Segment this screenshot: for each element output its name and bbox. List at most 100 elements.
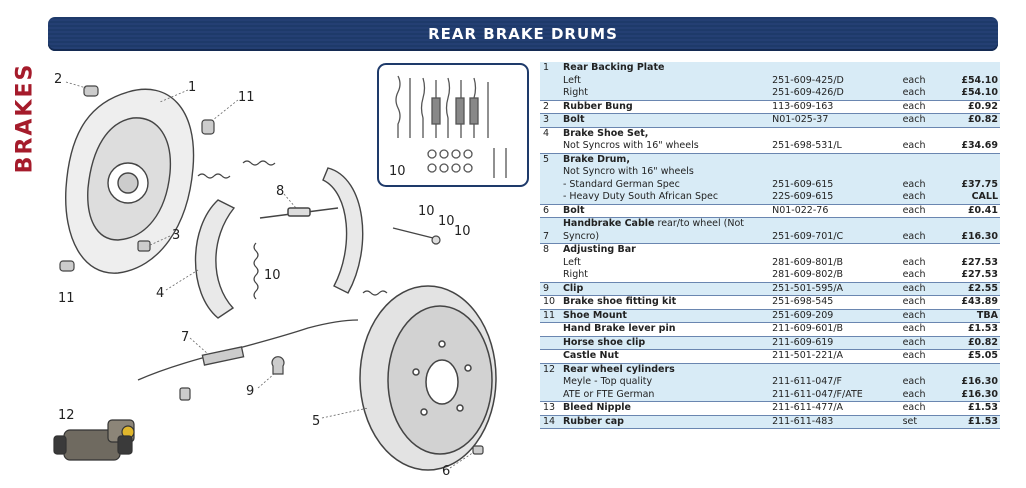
item-description: Handbrake Cable rear/to wheel (Not Syncr… (560, 218, 769, 244)
callout-leaders (65, 81, 475, 469)
item-description: Clip (560, 282, 769, 296)
item-number (540, 75, 560, 88)
description-text: Shoe Mount (562, 309, 627, 321)
unit: each (902, 309, 926, 321)
description-text: Castle Nut (562, 350, 619, 361)
item-number (540, 257, 560, 270)
description-text: Rubber Bung (562, 100, 633, 112)
part-number: 211-501-221/A (772, 350, 844, 361)
part-number: N01-022-76 (772, 204, 829, 216)
part-number: 251-609-426/D (772, 87, 844, 98)
unit (900, 153, 946, 166)
description-text: Rear Backing Plate (562, 62, 665, 73)
price (945, 244, 1000, 257)
wheel-cylinder-bolts (392, 227, 441, 245)
price: £37.75 (961, 178, 998, 190)
item-number (540, 376, 560, 389)
unit: each (902, 402, 926, 413)
price (945, 62, 1000, 75)
item-number: 6 (543, 204, 550, 216)
part-number: 113-609-163 (772, 100, 834, 112)
item-description: - Standard German Spec (560, 179, 769, 192)
item-description: Not Syncros with 16" wheels (560, 140, 769, 153)
description-text: Brake Drum, (562, 153, 630, 165)
adjusting-bar (259, 207, 339, 219)
wheel-cylinder (53, 419, 135, 461)
price: £27.53 (961, 269, 998, 280)
price: £54.10 (961, 74, 998, 86)
price: £0.82 (967, 336, 998, 348)
part-number: N01-025-37 (772, 114, 829, 125)
callout-8: 8 (276, 184, 285, 199)
price: £34.69 (961, 140, 998, 151)
price: TBA (976, 309, 998, 321)
description-text: Rubber cap (562, 415, 624, 427)
item-number (540, 336, 560, 350)
callout-5: 5 (312, 414, 321, 429)
table-row: Not Syncro with 16" wheels (540, 166, 1000, 179)
description-text: Left (562, 256, 581, 268)
item-description: Left (560, 257, 769, 270)
unit: each (902, 296, 926, 307)
item-description: Meyle - Top quality (560, 376, 769, 389)
unit: each (902, 350, 926, 361)
part-number: 251-609-425/D (772, 74, 844, 86)
part-number: 211-609-619 (772, 336, 834, 348)
description-text: Horse shoe clip (562, 336, 646, 348)
item-number (540, 87, 560, 100)
unit: each (902, 376, 926, 387)
price (945, 166, 1000, 179)
description-suffix: rear/to wheel (Not Syncro) (562, 218, 745, 242)
item-number: 14 (543, 415, 556, 427)
price: £1.53 (967, 402, 998, 413)
item-description: Bolt (560, 114, 769, 128)
unit: set (902, 415, 918, 427)
unit (900, 363, 946, 376)
price: £27.53 (961, 256, 998, 268)
part-number: 281-609-802/B (772, 269, 844, 280)
unit (900, 127, 946, 140)
unit (900, 166, 946, 179)
unit: each (902, 256, 926, 268)
item-number (540, 140, 560, 153)
item-number: 13 (543, 402, 556, 413)
price (945, 127, 1000, 140)
item-description: Rubber cap (560, 415, 769, 429)
brake-shoes (194, 167, 364, 319)
price: CALL (971, 191, 998, 202)
item-description: Bleed Nipple (560, 402, 769, 416)
description-text: Brake Shoe Set, (562, 127, 649, 139)
part-number: 251-609-209 (772, 309, 834, 321)
price: £0.41 (967, 204, 998, 216)
item-description: - Heavy Duty South African Spec (560, 191, 769, 204)
item-number (540, 350, 560, 364)
callout-10-a: 10 (418, 204, 435, 219)
exploded-parts-diagram: 2 1 11 3 11 4 8 10 10 10 10 10 7 9 5 12 … (48, 58, 536, 483)
fitting-kit-inset (377, 63, 529, 187)
callout-11-top: 11 (238, 90, 255, 105)
part-number (769, 244, 899, 257)
brake-drum (359, 285, 497, 471)
unit: each (902, 336, 926, 348)
unit: each (902, 204, 926, 216)
description-text: ATE or FTE German (562, 388, 655, 400)
